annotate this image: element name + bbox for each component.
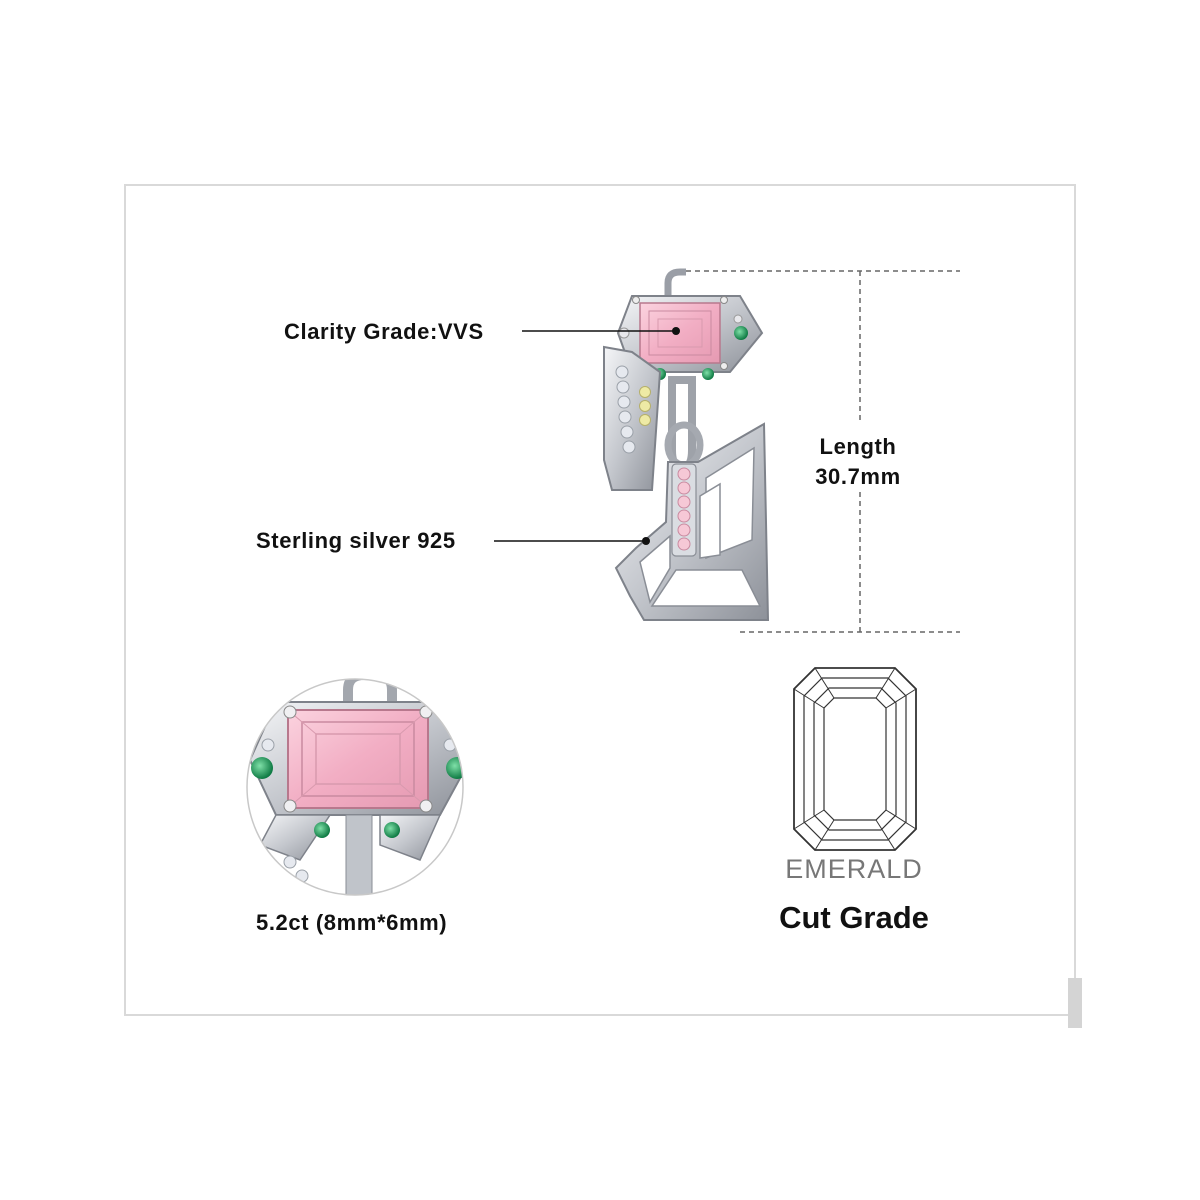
clear-stone xyxy=(733,314,743,324)
main-pink-stone xyxy=(632,296,728,370)
scrollbar-thumb[interactable] xyxy=(1068,978,1082,1028)
cut-grade-title: Cut Grade xyxy=(779,900,929,935)
carat-size-label: 5.2ct (8mm*6mm) xyxy=(256,910,448,935)
metal-label: Sterling silver 925 xyxy=(256,528,456,553)
emerald-cut-diagram xyxy=(793,667,917,851)
length-label: Length 30.7mm xyxy=(798,432,918,492)
zoom-detail-view xyxy=(246,678,464,896)
callout-clarity-line xyxy=(522,327,680,335)
pave-clear-stones xyxy=(615,365,636,454)
length-title: Length xyxy=(819,434,897,459)
ear-clip-hook xyxy=(664,268,686,300)
pave-yellow-stones xyxy=(639,386,651,426)
clarity-grade-label: Clarity Grade:VVS xyxy=(284,319,484,344)
content-frame xyxy=(124,184,1076,1016)
callout-metal-line xyxy=(494,537,650,545)
cut-shape-name: EMERALD xyxy=(785,854,923,884)
green-stone xyxy=(702,368,714,380)
length-dimension xyxy=(686,270,960,633)
bottom-openwork-plate xyxy=(614,422,770,621)
clear-stone xyxy=(618,327,630,339)
left-pave-bar xyxy=(603,345,662,491)
green-stone xyxy=(734,326,748,340)
length-value: 30.7mm xyxy=(815,464,901,489)
earring-illustration xyxy=(603,268,770,621)
